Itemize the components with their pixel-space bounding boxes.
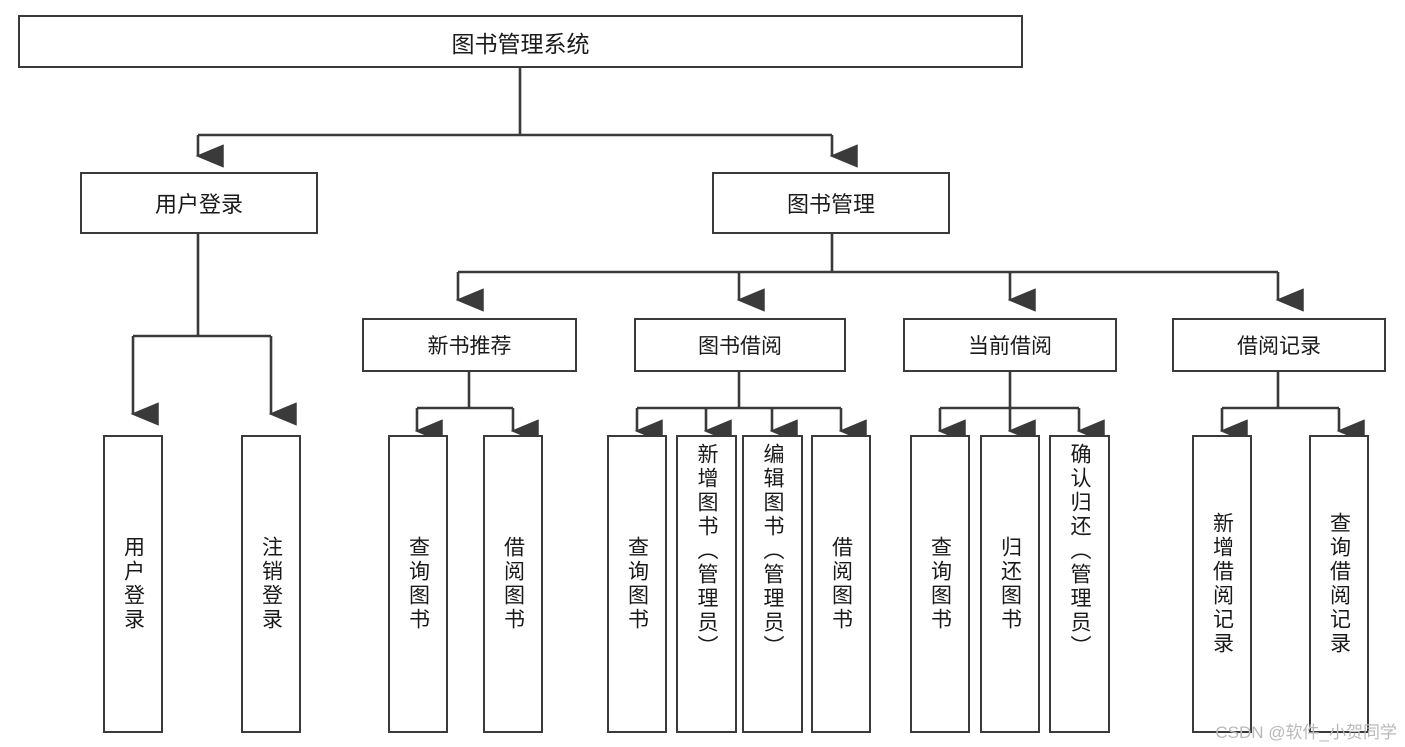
node-root[interactable]: 图书管理系统 [18,15,1023,68]
leaf-query-book-current-label: 查询图书 [928,536,952,632]
leaf-edit-book-admin[interactable]: 编辑图书（管理员） [742,435,803,733]
leaf-return-book-label: 归还图书 [998,536,1022,632]
leaf-query-book-recommend[interactable]: 查询图书 [388,435,448,733]
leaf-query-book-borrow-label: 查询图书 [625,536,649,632]
node-book-borrow-label: 图书借阅 [698,335,782,358]
leaf-add-borrow-record-label: 新增借阅记录 [1210,512,1234,656]
node-new-book-recommend[interactable]: 新书推荐 [362,318,577,372]
leaf-confirm-return-admin[interactable]: 确认归还（管理员） [1049,435,1110,733]
node-borrow-record[interactable]: 借阅记录 [1172,318,1386,372]
leaf-borrow-book[interactable]: 借阅图书 [811,435,871,733]
leaf-confirm-return-admin-label: 确认归还（管理员） [1068,443,1091,659]
node-user-login[interactable]: 用户登录 [80,172,318,234]
leaf-query-book-borrow[interactable]: 查询图书 [607,435,667,733]
node-book-management-label: 图书管理 [786,192,875,217]
leaf-add-book-admin[interactable]: 新增图书（管理员） [676,435,737,733]
node-current-borrow[interactable]: 当前借阅 [903,318,1117,372]
leaf-user-login-label: 用户登录 [121,536,145,632]
node-book-borrow[interactable]: 图书借阅 [634,318,846,372]
node-user-login-label: 用户登录 [154,192,243,217]
leaf-add-book-admin-label: 新增图书（管理员） [695,443,718,659]
node-new-book-recommend-label: 新书推荐 [427,335,512,358]
leaf-borrow-book-label: 借阅图书 [829,536,853,632]
leaf-user-login[interactable]: 用户登录 [103,435,163,733]
leaf-borrow-book-recommend-label: 借阅图书 [501,536,525,632]
leaf-query-borrow-record-label: 查询借阅记录 [1327,512,1351,656]
leaf-add-borrow-record[interactable]: 新增借阅记录 [1192,435,1252,733]
leaf-logout-label: 注销登录 [259,536,283,632]
leaf-query-book-recommend-label: 查询图书 [406,536,430,632]
node-borrow-record-label: 借阅记录 [1237,335,1321,358]
leaf-query-borrow-record[interactable]: 查询借阅记录 [1309,435,1369,733]
leaf-query-book-current[interactable]: 查询图书 [910,435,970,733]
leaf-borrow-book-recommend[interactable]: 借阅图书 [483,435,543,733]
node-book-management[interactable]: 图书管理 [712,172,950,234]
leaf-logout[interactable]: 注销登录 [241,435,301,733]
node-current-borrow-label: 当前借阅 [968,335,1052,358]
leaf-return-book[interactable]: 归还图书 [980,435,1040,733]
watermark: CSDN @软件_小贺同学 [1215,723,1397,742]
leaf-edit-book-admin-label: 编辑图书（管理员） [761,443,784,659]
node-root-label: 图书管理系统 [451,30,590,57]
